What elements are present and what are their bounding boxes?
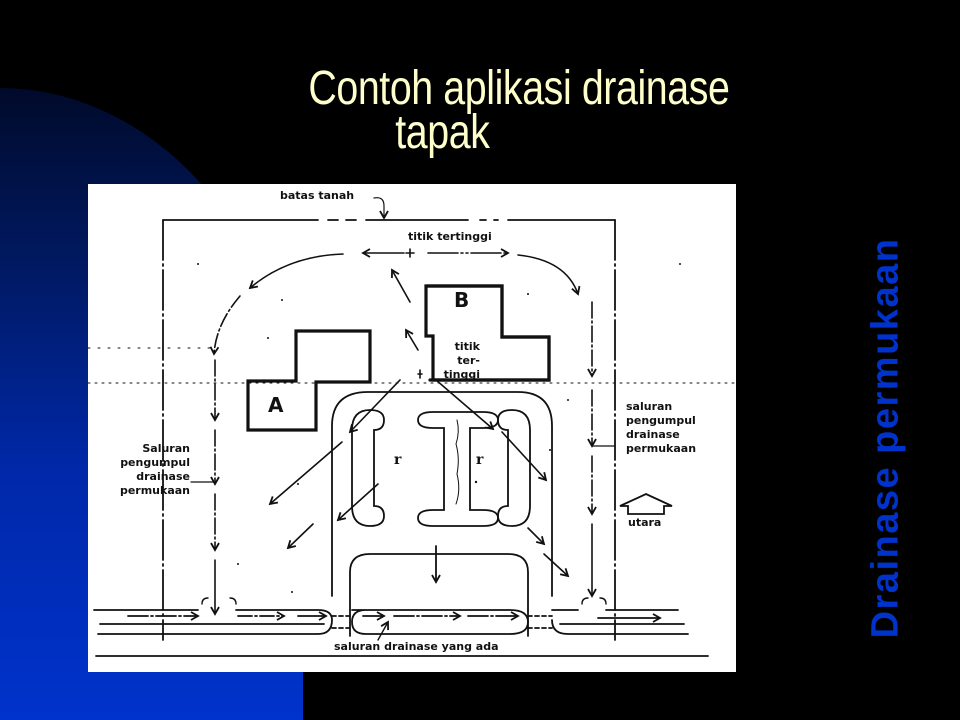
- left-collector-channel: [190, 359, 220, 616]
- north-arrow-icon: [619, 493, 673, 515]
- left-channel-label-4: permukaan: [119, 484, 190, 497]
- existing-drain-label: saluran drainase yang ada: [334, 640, 499, 653]
- loop-road-outer: [331, 391, 553, 597]
- left-channel-label-3: drainase: [136, 470, 190, 483]
- right-channel-label-4: permukaan: [626, 442, 697, 455]
- right-channel-label-2: pengumpul: [626, 414, 696, 427]
- building-a-outline: [246, 329, 372, 432]
- title-line-2: tapak: [395, 106, 490, 159]
- center-island: [417, 411, 499, 527]
- right-island: [497, 409, 531, 527]
- left-channel-label-2: pengumpul: [120, 456, 190, 469]
- highest-point-center-label-1: titik: [454, 340, 480, 353]
- building-a-label: A: [268, 393, 284, 417]
- right-collector-channel: [587, 301, 616, 598]
- lower-block: [349, 553, 529, 637]
- svg-text:r: r: [476, 452, 484, 468]
- diagram-drawing: rr: [88, 197, 736, 657]
- title-line-1: Contoh aplikasi drainase: [308, 62, 730, 115]
- building-b-label: B: [454, 288, 470, 312]
- side-label-vertical: Drainase permukaan: [864, 237, 907, 639]
- highest-point-center-label-3: tinggi: [443, 368, 480, 381]
- left-island: [351, 409, 385, 527]
- right-channel-label-1: saluran: [626, 400, 673, 413]
- right-channel-label-3: drainase: [626, 428, 680, 441]
- highest-point-top-label: titik tertinggi: [408, 230, 492, 243]
- existing-drain-channel: [93, 597, 709, 657]
- north-label: utara: [628, 516, 662, 529]
- boundary-label: batas tanah: [280, 189, 355, 202]
- svg-text:r: r: [394, 452, 402, 468]
- property-boundary: [162, 197, 616, 641]
- highest-point-center-label-2: ter-: [457, 354, 480, 367]
- left-channel-label-1: Saluran: [142, 442, 190, 455]
